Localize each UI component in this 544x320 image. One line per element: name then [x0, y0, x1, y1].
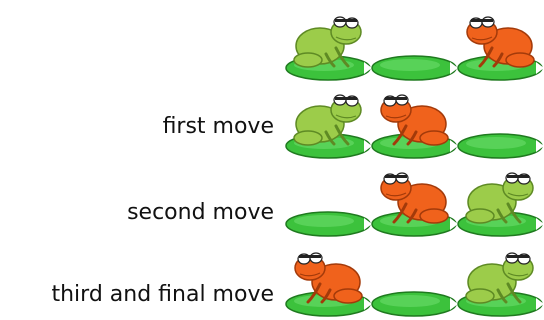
orange-frog-icon: [466, 16, 535, 68]
row-label: third and final move: [51, 282, 274, 307]
row-label: second move: [127, 200, 274, 225]
row-first-move: first move: [0, 82, 544, 160]
lilypad-tile[interactable]: [370, 160, 458, 238]
lilypad-tile[interactable]: [370, 4, 458, 82]
lilypad-tile[interactable]: [284, 82, 372, 160]
green-frog-icon: [293, 16, 362, 68]
lilypad-tile[interactable]: [456, 4, 544, 82]
orange-frog-icon: [294, 252, 363, 304]
lilypad-tile[interactable]: [456, 240, 544, 318]
lilypad-tile[interactable]: [284, 160, 372, 238]
orange-frog-icon: [380, 172, 449, 224]
green-frog-icon: [465, 252, 534, 304]
lilypad-tile[interactable]: [284, 4, 372, 82]
row-initial: [0, 4, 544, 82]
green-frog-icon: [465, 172, 534, 224]
green-frog-icon: [293, 94, 362, 146]
lilypad-tile[interactable]: [370, 82, 458, 160]
row-third-move: third and final move: [0, 240, 544, 318]
lilypad-tile[interactable]: [284, 240, 372, 318]
orange-frog-icon: [380, 94, 449, 146]
row-second-move: second move: [0, 160, 544, 238]
lilypad-tile[interactable]: [370, 240, 458, 318]
lilypad-tile[interactable]: [456, 82, 544, 160]
row-label: first move: [162, 114, 274, 139]
lilypad-tile[interactable]: [456, 160, 544, 238]
